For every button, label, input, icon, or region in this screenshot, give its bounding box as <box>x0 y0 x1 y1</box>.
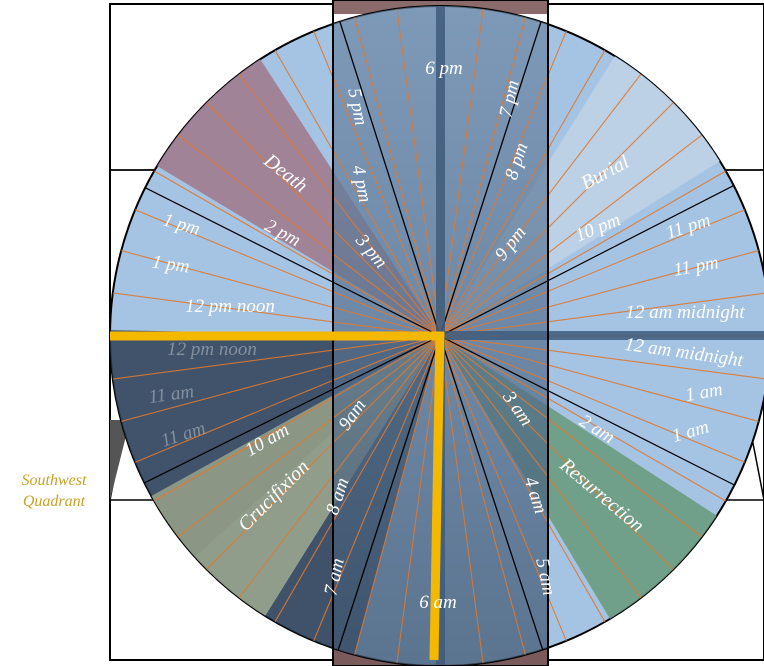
hour-label: 12 pm noon <box>167 339 257 360</box>
quadrant-word-2: Quadrant <box>22 493 86 510</box>
hour-label: 12 am midnight <box>625 302 745 323</box>
hour-label: 1 pm <box>151 252 191 278</box>
gold-axis-vertical <box>429 331 445 661</box>
hour-label: 6 pm <box>425 58 462 79</box>
southwest-quadrant-label: Southwest Quadrant <box>0 470 108 512</box>
quadrant-word-1: Southwest <box>21 472 87 489</box>
hour-label: 6 am <box>419 592 456 613</box>
hour-label: 12 pm noon <box>185 296 275 317</box>
